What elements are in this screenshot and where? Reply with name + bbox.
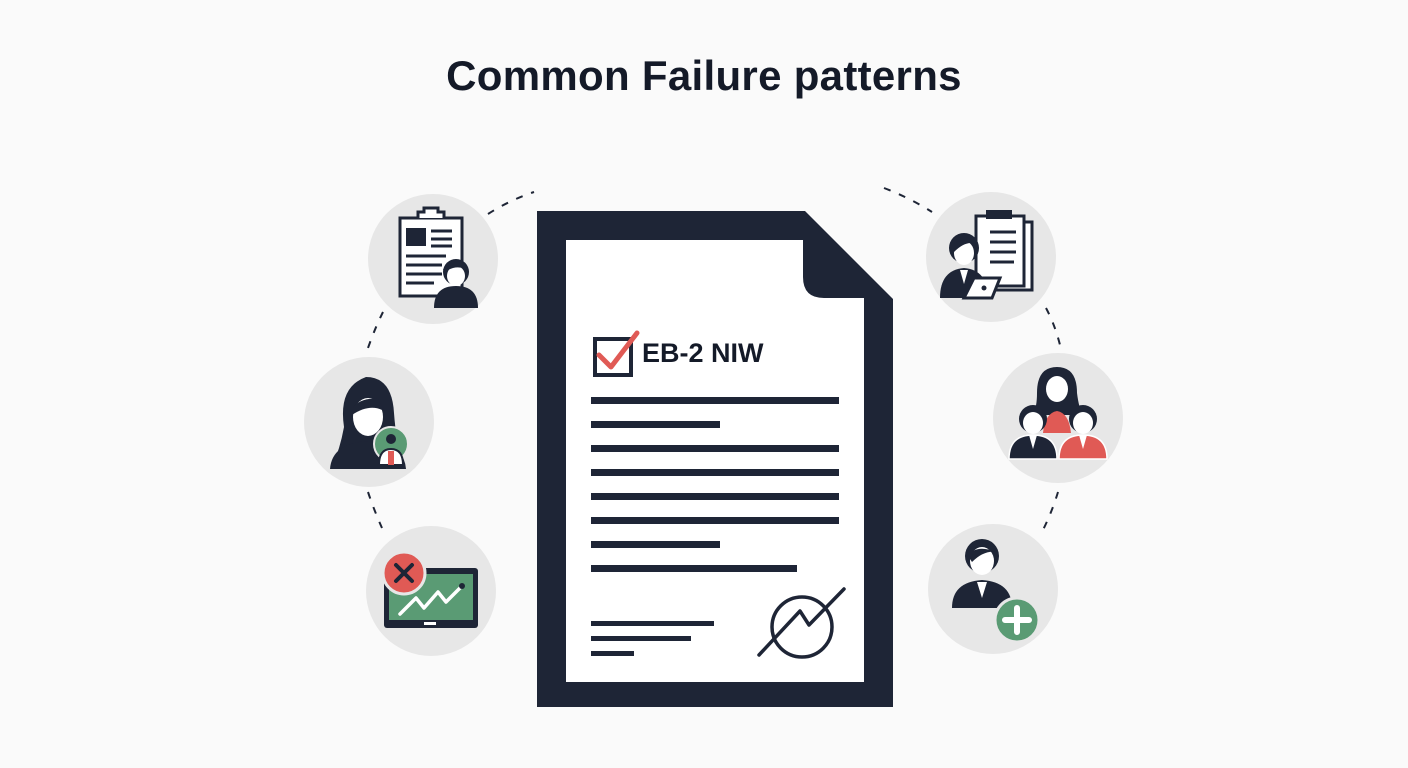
node-left-top: [368, 194, 498, 324]
document-icon: [537, 211, 893, 707]
clipboard-resume-person-icon: [398, 206, 478, 308]
node-right-bottom: [928, 524, 1058, 654]
node-left-middle: [304, 357, 434, 487]
woman-with-advisor-icon: [330, 377, 409, 469]
checkbox-checked-icon: [593, 330, 640, 377]
page-title: Common Failure patterns: [446, 52, 962, 99]
professional-with-laptop-documents-icon: [940, 210, 1034, 300]
monitor-chart-rejected-icon: [381, 550, 478, 628]
person-add-icon: [952, 539, 1041, 644]
document-label: EB-2 NIW: [642, 338, 764, 368]
node-right-top: [926, 192, 1056, 322]
team-group-icon: [1008, 367, 1108, 460]
trend-crossed-seal-icon: [757, 587, 846, 659]
node-right-middle: [993, 353, 1123, 483]
node-left-bottom: [366, 526, 496, 656]
